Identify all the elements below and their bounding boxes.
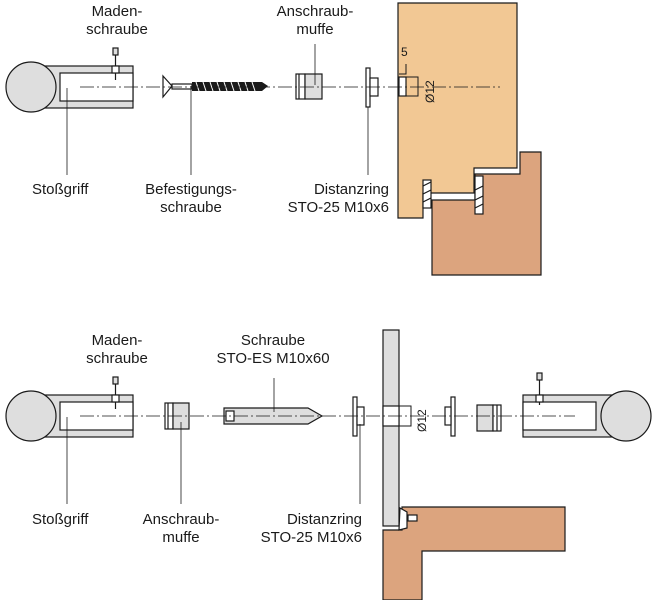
dimension-diameter: Ø12 [415,409,429,432]
leader-lines [66,44,369,175]
label-spacer-ring: Distanzring STO-25 M10x6 [255,181,389,217]
label-push-handle: Stoßgriff [32,181,89,198]
label-line: Anschraub- [276,3,354,20]
bottom-assembly [5,329,652,600]
label-set-screw: Maden- schraube [75,3,159,39]
label-line: Befestigungs- [145,181,237,198]
label-line: schraube [86,350,148,367]
wood-screw [162,74,268,99]
label-line: schraube [86,21,148,38]
threaded-sleeve [295,73,323,100]
top-assembly [5,2,542,276]
label-line: STO-ES M10x60 [216,350,330,367]
label-fixing-screw: Befestigungs- schraube [128,181,254,217]
label-push-handle: Stoßgriff [32,511,89,528]
label-line: STO-25 M10x6 [287,199,389,216]
seal-left [422,179,432,209]
spacer-ring [444,396,456,437]
set-screw [112,47,119,56]
label-line: schraube [160,199,222,216]
label-line: Distanzring [313,181,389,198]
set-screw [536,372,543,381]
label-threaded-sleeve: Anschraub- muffe [262,3,368,39]
label-spacer-ring: Distanzring STO-25 M10x6 [228,511,362,547]
leader-lines [66,378,361,504]
label-line: Distanzring [286,511,362,528]
dimension-depth: 5 [401,45,408,59]
seal-right [474,175,484,215]
label-line: Anschraub- [142,511,220,528]
door-leaf [397,2,518,219]
glass-clamp [398,506,408,531]
door-frame [431,151,542,276]
label-line: Schraube [240,332,306,349]
label-set-screw: Maden- schraube [75,332,159,368]
handle-knob [600,390,652,442]
label-threaded-sleeve: Anschraub- muffe [128,511,234,547]
set-screw [112,376,119,385]
spacer-ring [352,396,365,437]
threaded-sleeve [476,404,502,432]
label-line: STO-25 M10x6 [260,529,362,546]
handle-knob [5,61,57,113]
handle-knob [5,390,57,442]
drill-hole [398,76,407,97]
label-line: Maden- [91,332,143,349]
label-line: Maden- [91,3,143,20]
glass-panel [382,329,400,527]
clamp-screw [407,514,418,522]
spacer-ring [365,67,379,108]
door-frame [382,506,566,600]
label-line: muffe [162,529,200,546]
label-line: muffe [296,21,334,38]
dimension-diameter: Ø12 [423,80,437,103]
label-bolt: Schraube STO-ES M10x60 [200,332,346,368]
